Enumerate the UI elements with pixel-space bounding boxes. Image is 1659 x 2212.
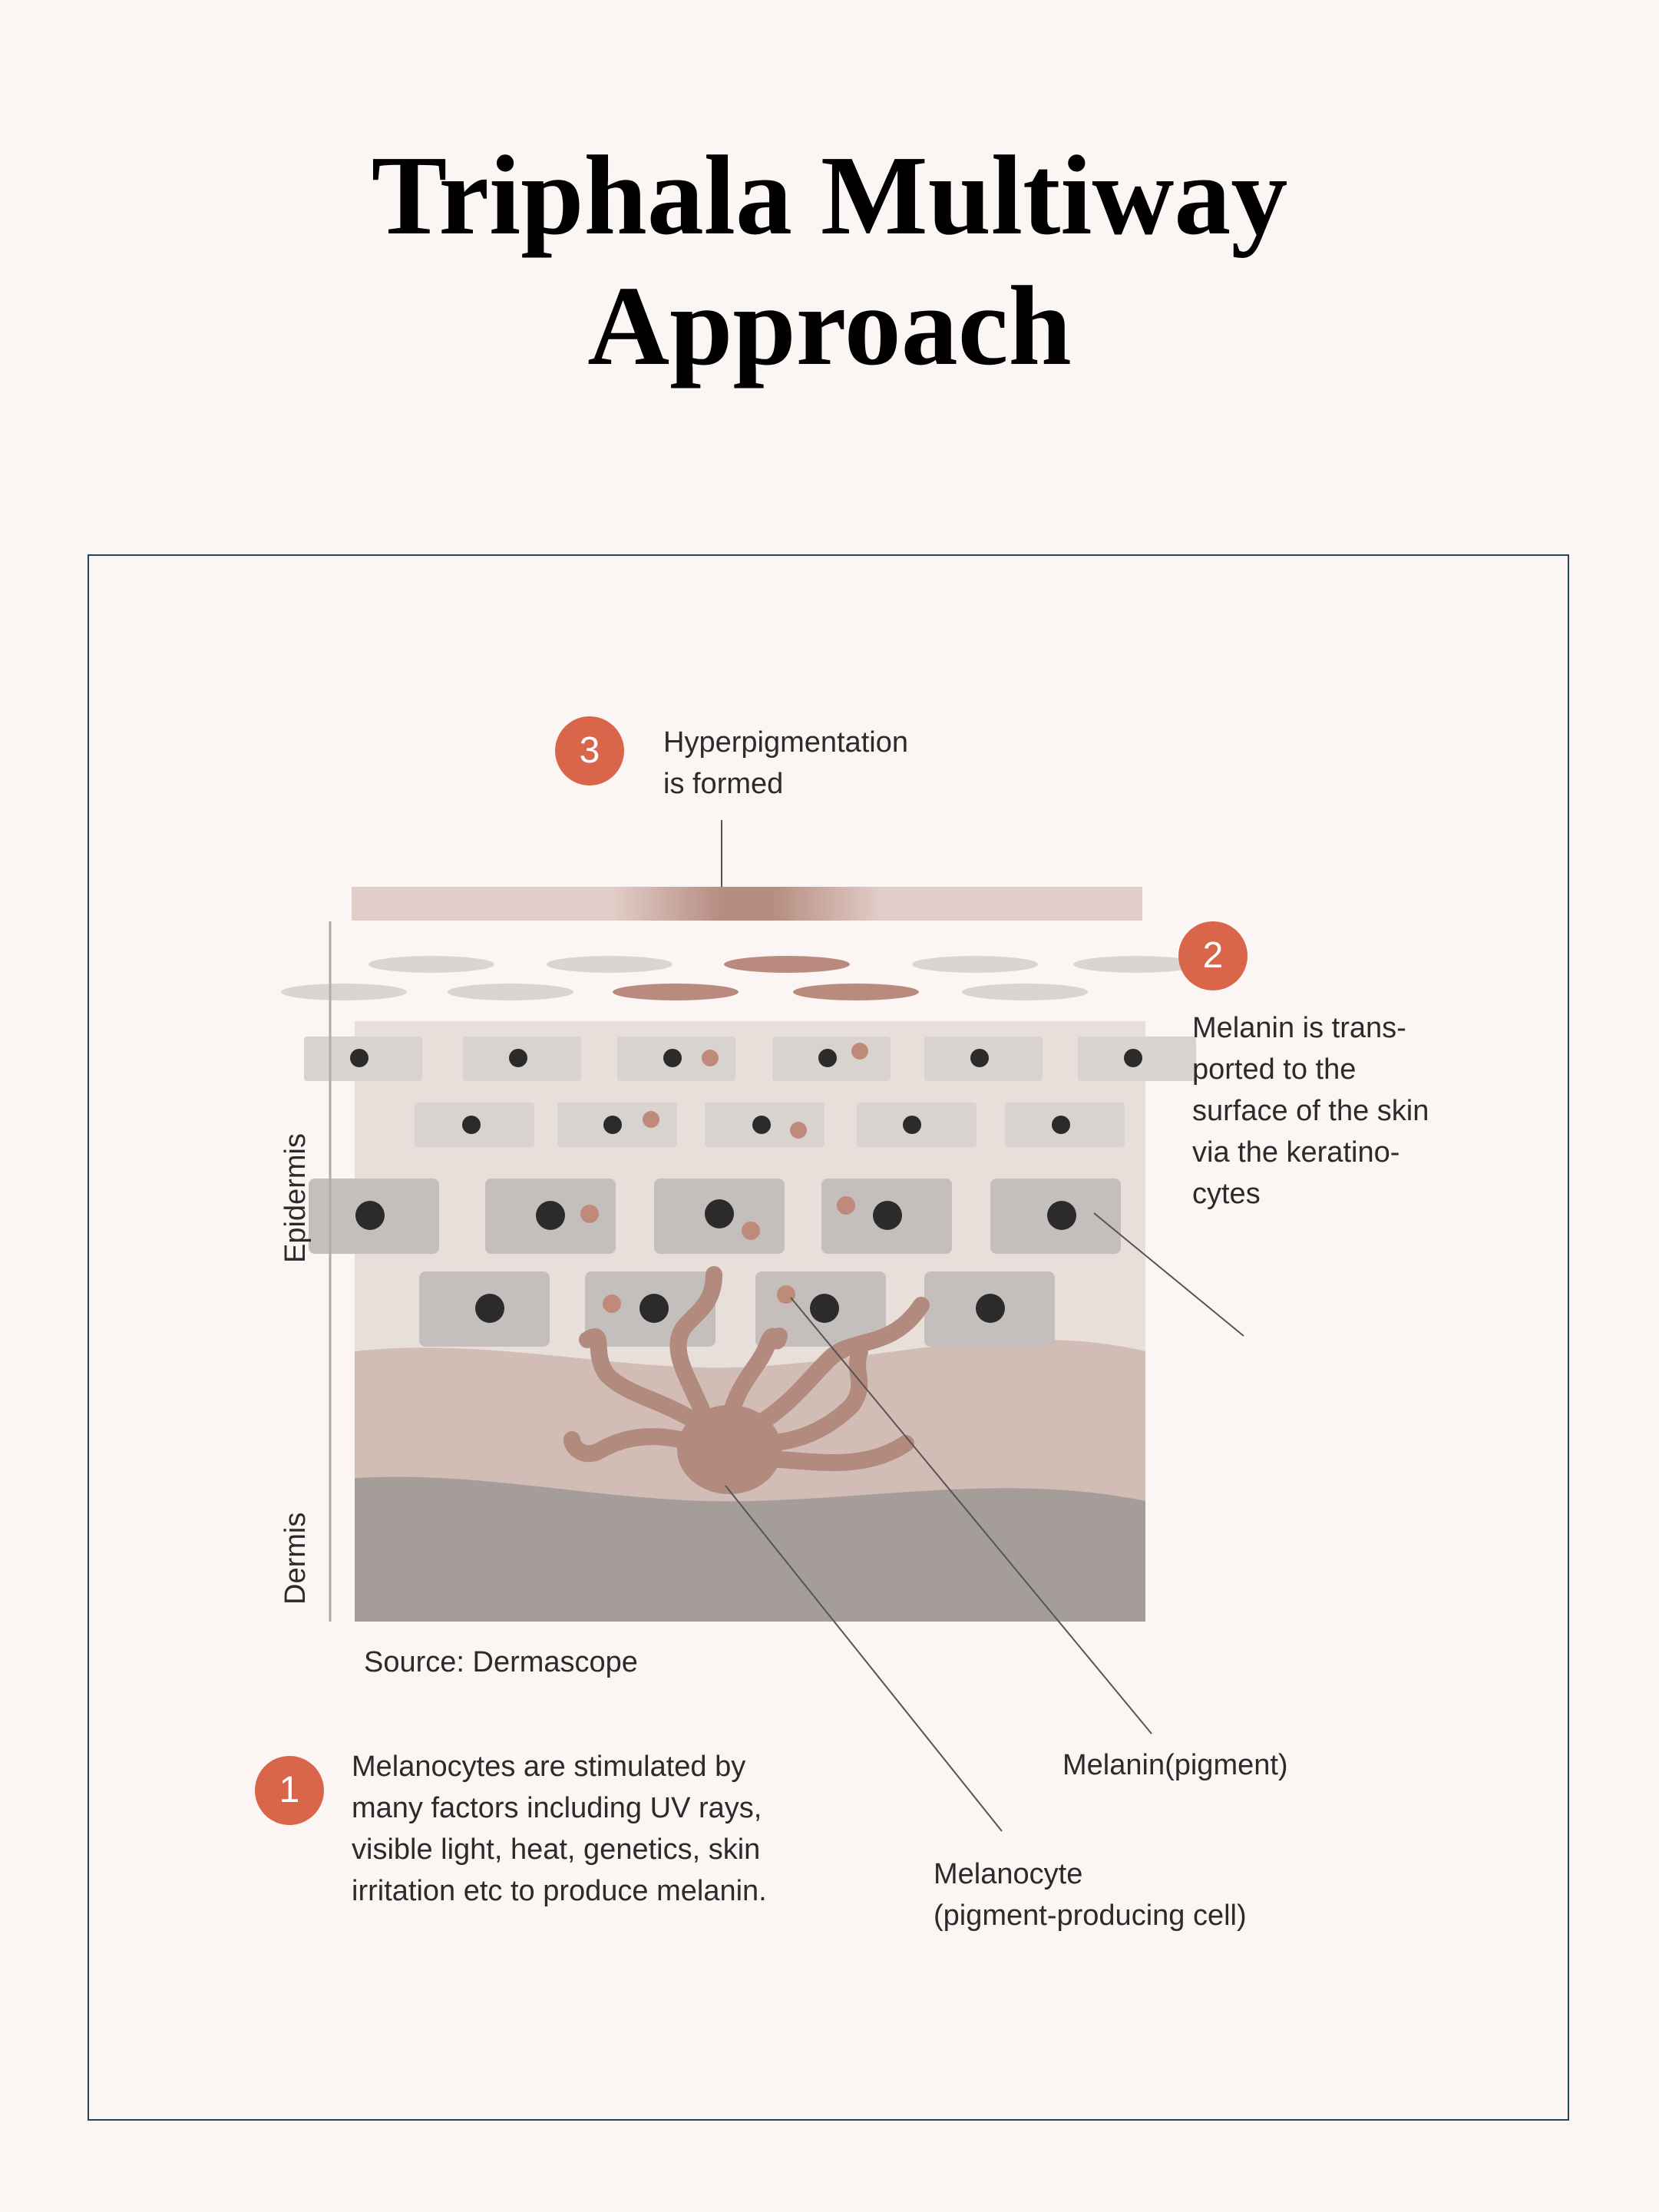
- keratinocyte-row-2: [415, 1103, 1125, 1147]
- epidermis-label: Epidermis: [279, 1133, 312, 1263]
- step-1-badge: 1: [255, 1756, 324, 1825]
- hyperpigmentation-band: [352, 887, 1142, 921]
- diagram-frame: [88, 554, 1569, 2121]
- source-credit: Source: Dermascope: [364, 1646, 638, 1678]
- step-2-badge: 2: [1178, 921, 1248, 990]
- dermis-label: Dermis: [279, 1512, 312, 1605]
- step-3-text: Hyperpigmentation is formed: [663, 726, 908, 800]
- keratinocyte-pointer: [1093, 1212, 1244, 1337]
- melanin-pointer: [790, 1297, 1152, 1734]
- dermis-layer: [355, 1476, 1145, 1622]
- step-2-text: Melanin is trans- ported to the surface …: [1192, 1012, 1429, 1210]
- title-line-2: Approach: [587, 263, 1072, 389]
- melanocyte-label: Melanocyte (pigment-producing cell): [934, 1858, 1247, 1932]
- keratinocyte-row-1: [304, 1037, 1196, 1081]
- page-title: Triphala Multiway Approach: [0, 131, 1659, 392]
- keratinocyte-row-4: [419, 1271, 1055, 1347]
- title-line-1: Triphala Multiway: [371, 133, 1288, 259]
- surface-flakes: [281, 956, 1199, 1000]
- step-3-badge: 3: [555, 716, 624, 785]
- melanin-label: Melanin(pigment): [1062, 1749, 1288, 1781]
- keratinocyte-row-3: [309, 1179, 1121, 1254]
- melanocyte-cell: [563, 1266, 930, 1471]
- step-1-text: Melanocytes are stimulated by many facto…: [352, 1751, 767, 1907]
- melanocyte-body: [677, 1405, 782, 1494]
- melanocyte-pointer: [725, 1485, 1003, 1832]
